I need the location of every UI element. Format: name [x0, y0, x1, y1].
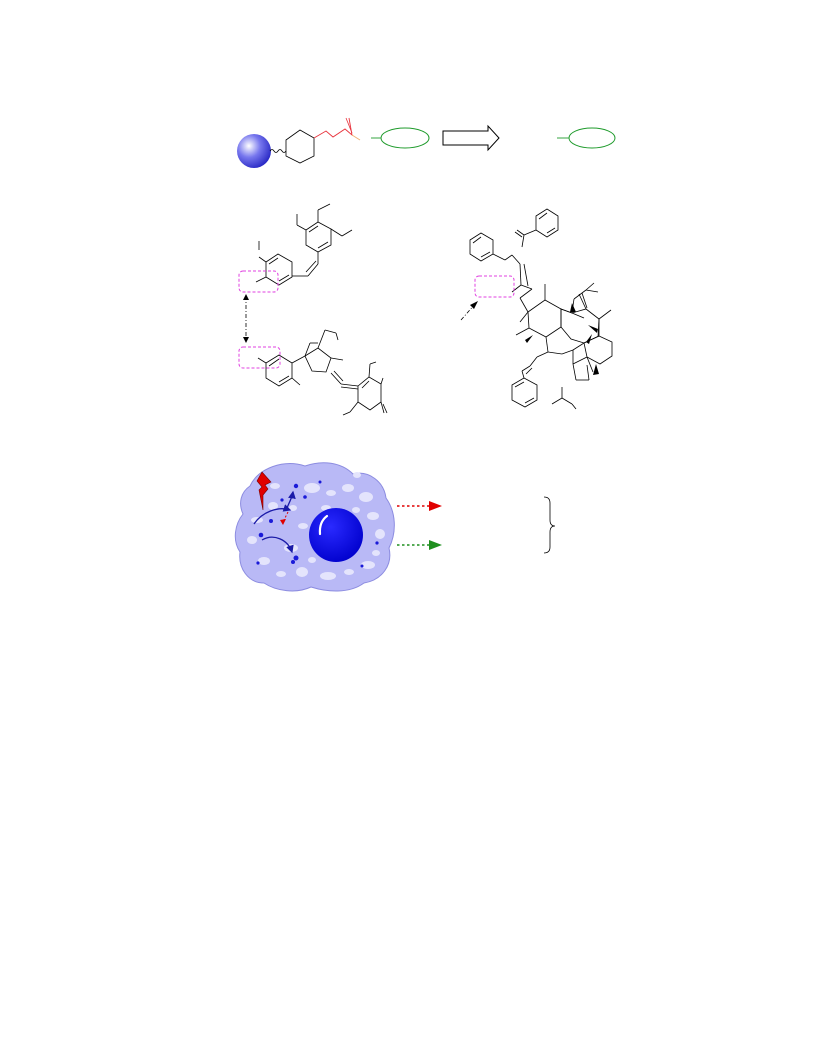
green-arrow-head	[429, 540, 442, 550]
side-ring	[357, 376, 382, 411]
five-membered-ring	[304, 347, 332, 373]
selection-box	[238, 270, 279, 293]
blue-sphere-icon	[237, 134, 271, 168]
top-scheme	[237, 117, 616, 168]
wedge-bond	[588, 325, 598, 333]
arrow-head-up	[243, 294, 249, 300]
molecule-lower-left	[238, 329, 388, 416]
piperazine-ring	[285, 129, 315, 164]
wedge-bond	[525, 335, 533, 343]
selection-box	[474, 275, 515, 298]
wedge-bond	[586, 334, 592, 344]
wedge-bond	[570, 303, 576, 312]
benzoate-phenyl-ring	[511, 377, 538, 408]
molecule-right	[469, 208, 613, 410]
wavy-bond	[269, 149, 287, 153]
cell-icon	[234, 462, 395, 592]
wedge-bond	[593, 364, 599, 375]
lightning-bolt-icon	[256, 471, 272, 511]
molecule-right-wedges	[525, 303, 599, 375]
nucleus-highlight	[318, 514, 329, 536]
linker-tail	[351, 134, 361, 141]
uptake-arrow	[285, 490, 296, 511]
cargo-oval	[380, 127, 430, 149]
red-arrow-head	[429, 501, 442, 511]
arrow-head-down	[243, 337, 249, 343]
cleavage-arrow-head	[280, 519, 286, 525]
core-ring-b	[560, 308, 600, 344]
molecule-upper-left	[255, 203, 353, 286]
pointer-arrow	[460, 303, 476, 321]
core-ring-a	[527, 299, 562, 338]
linker-chain	[313, 117, 353, 139]
cell-particles	[256, 480, 379, 568]
pointer-arrow-head	[470, 301, 478, 309]
released-cargo-oval	[568, 127, 616, 149]
aryl-ring	[265, 354, 293, 387]
reaction-arrow	[442, 124, 500, 152]
linker-double-bond	[345, 117, 353, 134]
methoxyphenyl-ring	[265, 253, 293, 286]
grouping-brace	[543, 496, 556, 554]
selection-box	[238, 346, 281, 369]
nucleus-icon	[309, 508, 363, 562]
release-arrow	[261, 536, 294, 554]
